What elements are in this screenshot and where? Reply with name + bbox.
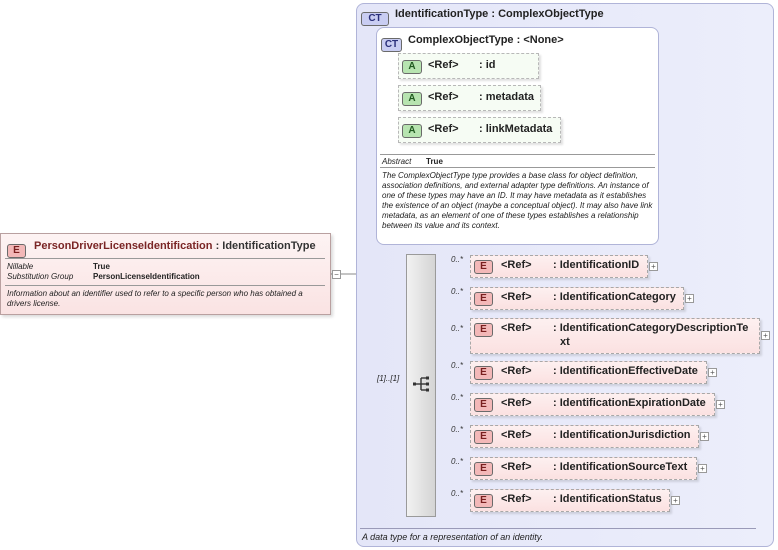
- substitution-group-label: Substitution Group: [7, 272, 74, 281]
- element-badge-icon: E: [474, 260, 493, 274]
- element-ref: <Ref>: [501, 397, 532, 409]
- element-name: : IdentificationJurisdiction: [553, 429, 691, 441]
- complex-type-description: A data type for a representation of an i…: [362, 532, 544, 542]
- element-badge-icon: E: [474, 398, 493, 412]
- substitution-group-value: PersonLicenseIdentification: [93, 272, 200, 281]
- expand-icon[interactable]: +: [685, 294, 694, 303]
- attribute-name: : metadata: [479, 91, 535, 103]
- element-name: : IdentificationEffectiveDate: [553, 365, 698, 377]
- attribute-linkmetadata[interactable]: A <Ref> : linkMetadata: [398, 117, 561, 143]
- element-ref: <Ref>: [501, 291, 532, 303]
- element-badge-icon: E: [474, 292, 493, 306]
- element-name: : IdentificationID: [553, 259, 640, 271]
- base-type-badge-icon: CT: [381, 38, 402, 52]
- element-name: : IdentificationSourceText: [553, 461, 688, 473]
- element-identification-status[interactable]: E <Ref> : IdentificationStatus: [470, 489, 670, 512]
- expand-icon[interactable]: +: [761, 331, 770, 340]
- attribute-badge-icon: A: [402, 60, 422, 74]
- occurrence-label: 0..*: [451, 425, 464, 434]
- collapse-toggle-icon[interactable]: −: [332, 270, 341, 279]
- sequence-compositor[interactable]: [406, 254, 436, 517]
- expand-icon[interactable]: +: [698, 464, 707, 473]
- occurrence-label: 0..*: [451, 287, 464, 296]
- occurrence-label: 0..*: [451, 324, 464, 333]
- root-element-name: PersonDriverLicenseIdentification: [34, 240, 213, 252]
- element-badge-icon: E: [474, 323, 493, 337]
- occurrence-label: 0..*: [451, 361, 464, 370]
- nillable-value: True: [93, 262, 110, 271]
- element-badge-icon: E: [474, 366, 493, 380]
- complex-type-base: : ComplexObjectType: [491, 8, 604, 20]
- expand-icon[interactable]: +: [649, 262, 658, 271]
- element-name: : IdentificationCategoryDescriptionTe: [553, 322, 749, 334]
- element-ref: <Ref>: [501, 259, 532, 271]
- element-badge-icon: E: [474, 462, 493, 476]
- occurrence-label: 0..*: [451, 255, 464, 264]
- element-identification-category-description-text[interactable]: E <Ref> : IdentificationCategoryDescript…: [470, 318, 760, 354]
- abstract-value: True: [426, 157, 443, 166]
- element-identification-jurisdiction[interactable]: E <Ref> : IdentificationJurisdiction: [470, 425, 699, 448]
- expand-icon[interactable]: +: [716, 400, 725, 409]
- occurrence-label: 0..*: [451, 393, 464, 402]
- expand-icon[interactable]: +: [708, 368, 717, 377]
- expand-icon[interactable]: +: [671, 496, 680, 505]
- root-element-box[interactable]: E PersonDriverLicenseIdentification : Id…: [0, 233, 331, 315]
- attribute-name: : id: [479, 59, 496, 71]
- abstract-label: Abstract: [382, 157, 412, 166]
- element-ref: <Ref>: [501, 322, 532, 334]
- element-identification-id[interactable]: E <Ref> : IdentificationID: [470, 255, 648, 278]
- element-name: : IdentificationStatus: [553, 493, 662, 505]
- attribute-badge-icon: A: [402, 124, 422, 138]
- root-element-type: : IdentificationType: [215, 240, 316, 252]
- complex-type-badge-icon: CT: [361, 12, 389, 26]
- element-identification-category[interactable]: E <Ref> : IdentificationCategory: [470, 287, 684, 310]
- element-name-wrap: xt: [560, 336, 570, 348]
- element-ref: <Ref>: [501, 365, 532, 377]
- element-ref: <Ref>: [501, 493, 532, 505]
- attribute-id[interactable]: A <Ref> : id: [398, 53, 539, 79]
- element-identification-effective-date[interactable]: E <Ref> : IdentificationEffectiveDate: [470, 361, 707, 384]
- element-identification-expiration-date[interactable]: E <Ref> : IdentificationExpirationDate: [470, 393, 715, 416]
- base-type-description: The ComplexObjectType type provides a ba…: [382, 171, 653, 230]
- element-badge-icon: E: [474, 430, 493, 444]
- attribute-name: : linkMetadata: [479, 123, 553, 135]
- sequence-icon: [413, 376, 429, 392]
- nillable-label: Nillable: [7, 262, 34, 271]
- occurrence-label: 0..*: [451, 457, 464, 466]
- base-type-base: : <None>: [516, 34, 564, 46]
- element-identification-source-text[interactable]: E <Ref> : IdentificationSourceText: [470, 457, 697, 480]
- sequence-multiplicity: [1]..[1]: [377, 374, 400, 383]
- attribute-badge-icon: A: [402, 92, 422, 106]
- occurrence-label: 0..*: [451, 489, 464, 498]
- element-name: : IdentificationCategory: [553, 291, 676, 303]
- complex-type-name: IdentificationType: [395, 8, 489, 20]
- element-badge-icon: E: [474, 494, 493, 508]
- root-description: Information about an identifier used to …: [7, 289, 303, 308]
- attribute-metadata[interactable]: A <Ref> : metadata: [398, 85, 541, 111]
- base-type-name: ComplexObjectType: [408, 34, 514, 46]
- attribute-ref: <Ref>: [428, 59, 459, 71]
- element-name: : IdentificationExpirationDate: [553, 397, 706, 409]
- element-badge-icon: E: [7, 244, 26, 258]
- element-ref: <Ref>: [501, 429, 532, 441]
- attribute-ref: <Ref>: [428, 91, 459, 103]
- attribute-ref: <Ref>: [428, 123, 459, 135]
- expand-icon[interactable]: +: [700, 432, 709, 441]
- element-ref: <Ref>: [501, 461, 532, 473]
